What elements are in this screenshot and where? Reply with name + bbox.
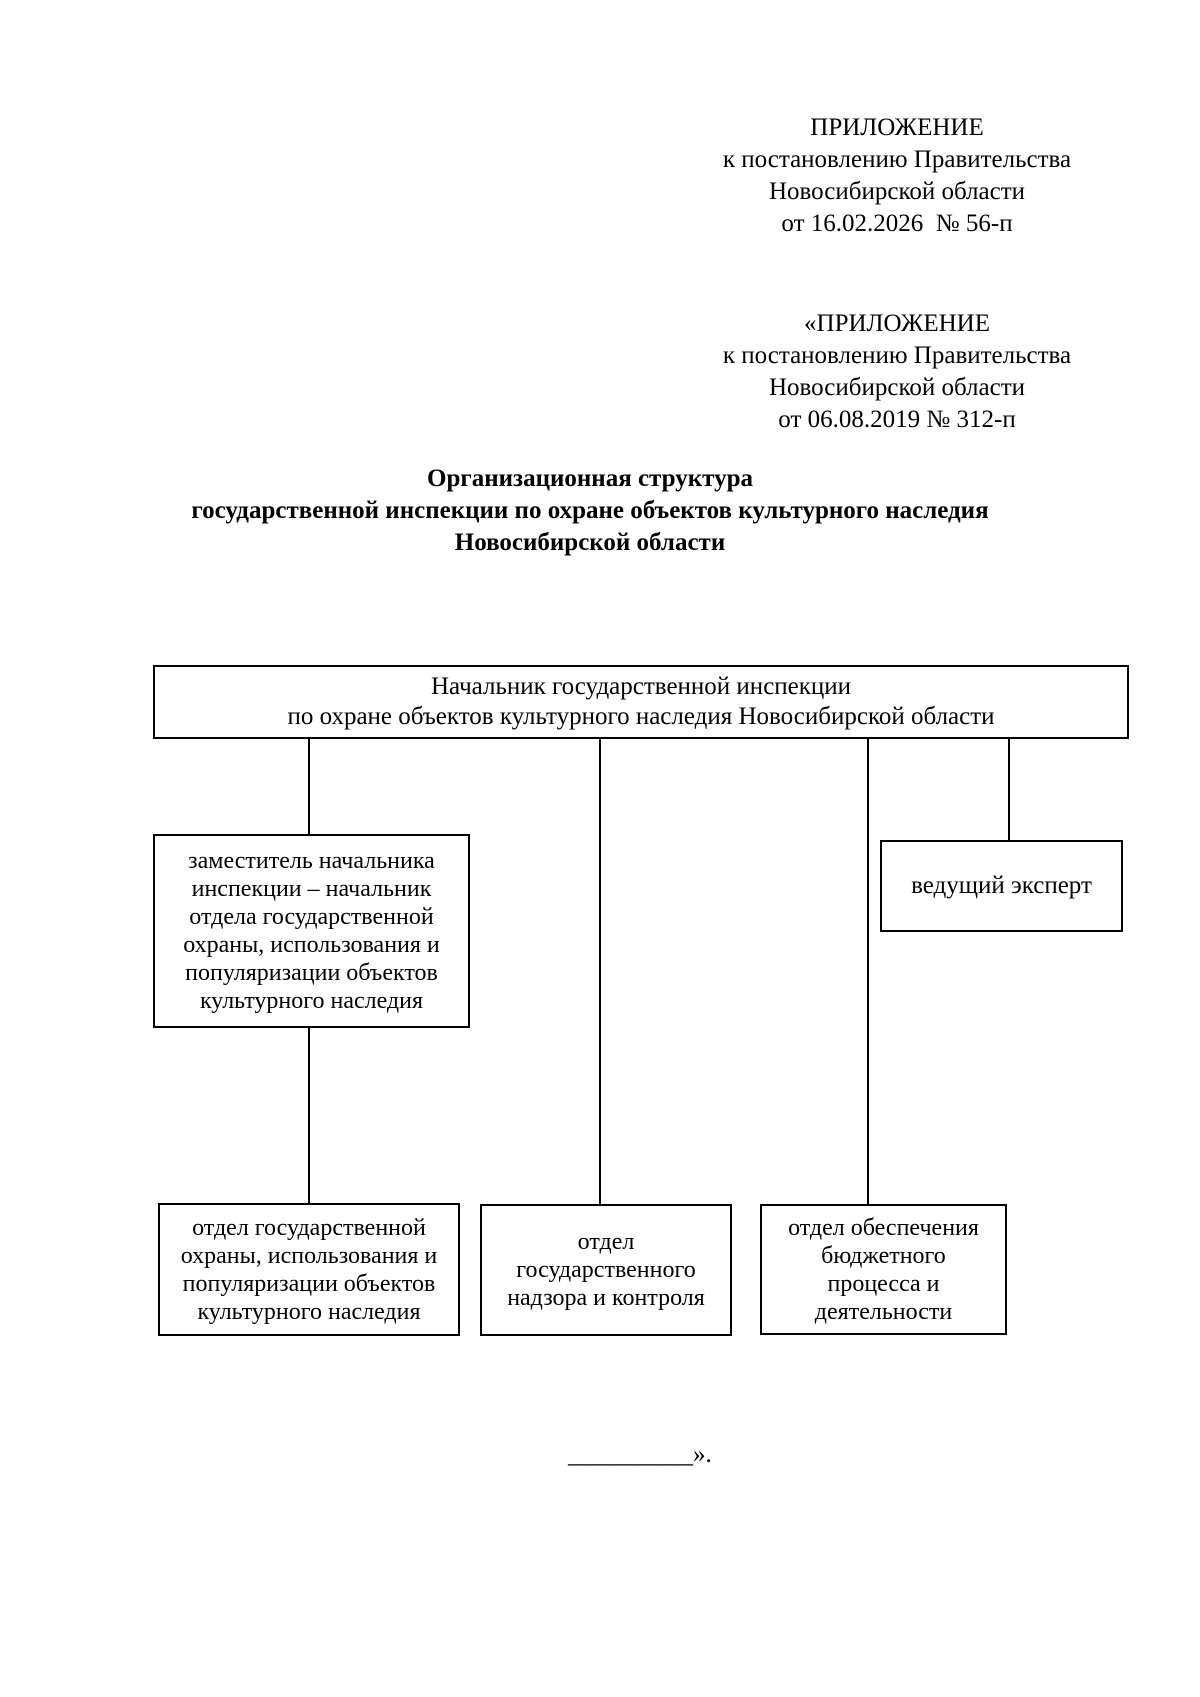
appendix-block-current: ПРИЛОЖЕНИЕ к постановлению Правительства… xyxy=(722,114,1072,237)
node-head-of-inspection: Начальник государственной инспекции по о… xyxy=(153,665,1129,739)
connector-head-to-dept-budget xyxy=(867,739,869,1205)
node-dept-protection: отдел государственной охраны, использова… xyxy=(158,1203,460,1336)
node-dept-budget: отдел обеспечения бюджетного процесса и … xyxy=(760,1204,1007,1335)
node-lead-expert: ведущий эксперт xyxy=(880,840,1123,932)
node-deputy-head: заместитель начальника инспекции – начал… xyxy=(153,834,470,1028)
closing-quote-mark: __________». xyxy=(568,1441,712,1468)
connector-head-to-deputy xyxy=(308,739,310,834)
document-title: Организационная структура государственно… xyxy=(191,465,989,556)
connector-deputy-to-dept-protection xyxy=(308,1028,310,1203)
node-dept-supervision: отдел государственного надзора и контрол… xyxy=(480,1204,732,1336)
appendix-block-original: «ПРИЛОЖЕНИЕ к постановлению Правительств… xyxy=(722,310,1072,433)
connector-head-to-lead-expert xyxy=(1008,739,1010,840)
connector-head-to-dept-supervision xyxy=(599,739,601,1205)
